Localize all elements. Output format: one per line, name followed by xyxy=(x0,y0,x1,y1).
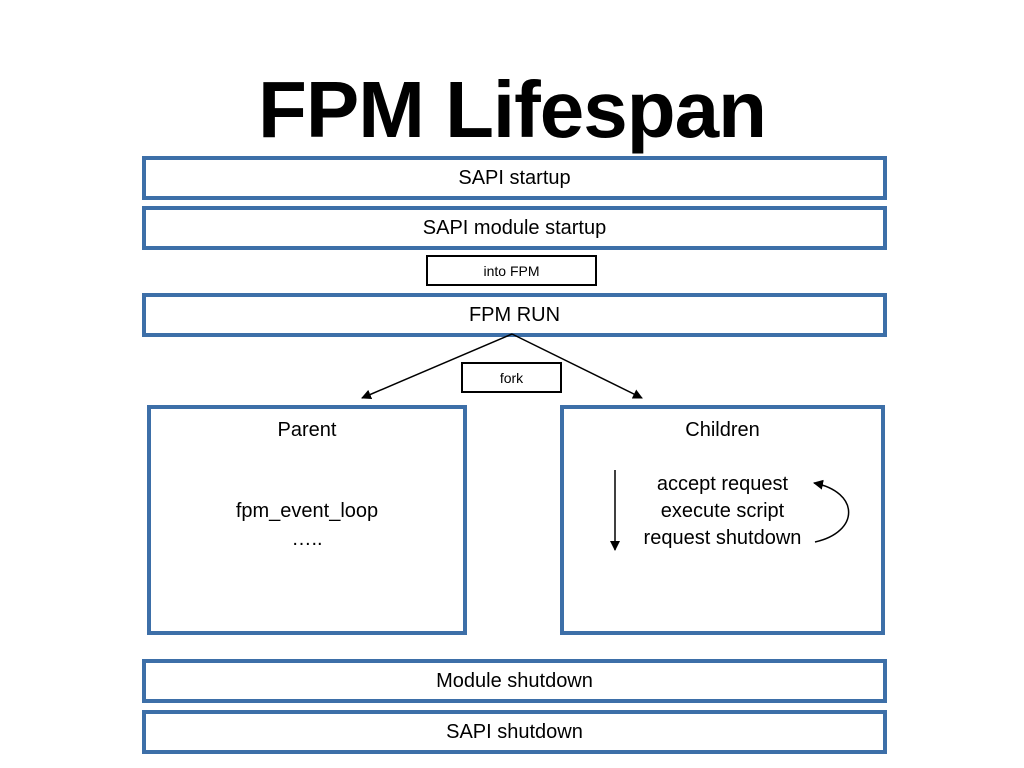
fpm-run-bar: FPM RUN xyxy=(142,293,887,337)
sapi-startup-label: SAPI startup xyxy=(458,166,571,189)
fork-label: fork xyxy=(499,369,524,386)
children-panel: Children accept request execute script r… xyxy=(560,405,885,635)
parent-panel: Parent fpm_event_loop ….. xyxy=(147,405,467,635)
sapi-module-startup-bar: SAPI module startup xyxy=(142,206,887,250)
children-line: execute script xyxy=(660,500,785,522)
sapi-startup-bar: SAPI startup xyxy=(142,156,887,200)
into-fpm-box: into FPM xyxy=(426,255,597,286)
page-title: FPM Lifespan xyxy=(257,65,767,154)
parent-line: fpm_event_loop xyxy=(235,500,379,522)
sapi-module-startup-label: SAPI module startup xyxy=(422,216,607,239)
module-shutdown-label: Module shutdown xyxy=(436,669,593,692)
children-line: request shutdown xyxy=(643,527,802,549)
sapi-shutdown-label: SAPI shutdown xyxy=(446,720,583,743)
into-fpm-label: into FPM xyxy=(483,262,540,279)
module-shutdown-bar: Module shutdown xyxy=(142,659,887,703)
sapi-shutdown-bar: SAPI shutdown xyxy=(142,710,887,754)
children-title: Children xyxy=(685,419,760,441)
parent-line: ….. xyxy=(291,528,323,550)
children-content: accept request execute script request sh… xyxy=(564,471,881,552)
fpm-run-label: FPM RUN xyxy=(468,303,561,326)
parent-title: Parent xyxy=(277,419,337,441)
children-line: accept request xyxy=(656,473,789,495)
fork-box: fork xyxy=(461,362,562,393)
parent-content: fpm_event_loop ….. xyxy=(151,497,463,553)
